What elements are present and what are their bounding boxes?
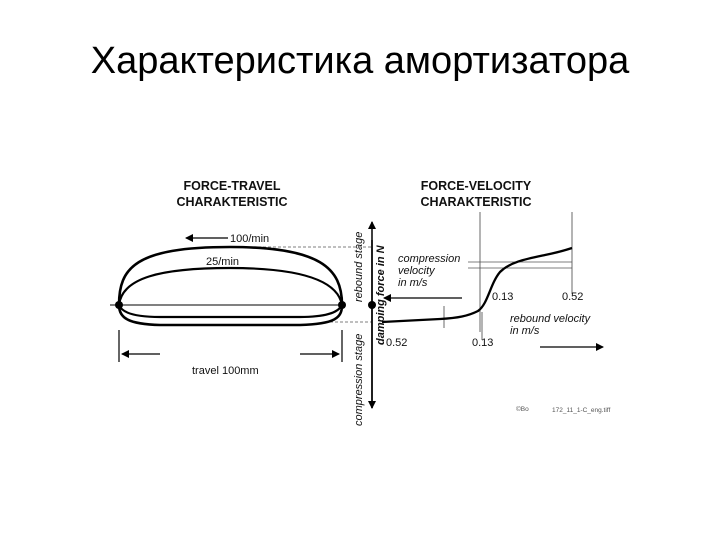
footer-reference: 172_11_1-C_eng.tiff: [552, 407, 611, 414]
speed-100-label: 100/min: [230, 233, 269, 245]
tick-compression-013: 0.13: [472, 337, 493, 349]
rebound-label-line1: rebound velocity: [510, 313, 592, 325]
force-axis-origin-dot: [368, 301, 376, 309]
footer-logo: ©Bo: [516, 405, 529, 413]
force-loop-25: [117, 266, 344, 319]
tick-compression-052: 0.52: [386, 337, 407, 349]
force-velocity-heading-line1: FORCE-VELOCITY: [421, 179, 532, 193]
tick-rebound-013: 0.13: [492, 291, 513, 303]
slide-title: Характеристика амортизатора: [90, 40, 630, 82]
force-velocity-curve: [381, 246, 573, 324]
force-travel-heading-line2: CHARAKTERISTIC: [176, 195, 287, 209]
compression-stage-label: compression stage: [353, 334, 365, 426]
rebound-stage-label: rebound stage: [353, 232, 365, 302]
loop-end-dot: [338, 301, 346, 309]
rebound-label-line2: in m/s: [510, 325, 540, 337]
compression-label-line2: velocity: [398, 265, 436, 277]
travel-label: travel 100mm: [192, 365, 259, 377]
force-travel-heading-line1: FORCE-TRAVEL: [184, 179, 281, 193]
speed-25-label: 25/min: [206, 256, 239, 268]
force-velocity-heading-line2: CHARAKTERISTIC: [420, 195, 531, 209]
tick-rebound-052: 0.52: [562, 291, 583, 303]
compression-label-line1: compression: [398, 253, 460, 265]
loop-start-dot: [115, 301, 123, 309]
force-loop-100: [117, 245, 344, 327]
compression-label-line3: in m/s: [398, 277, 428, 289]
damping-force-label: damping force in N: [375, 244, 387, 345]
